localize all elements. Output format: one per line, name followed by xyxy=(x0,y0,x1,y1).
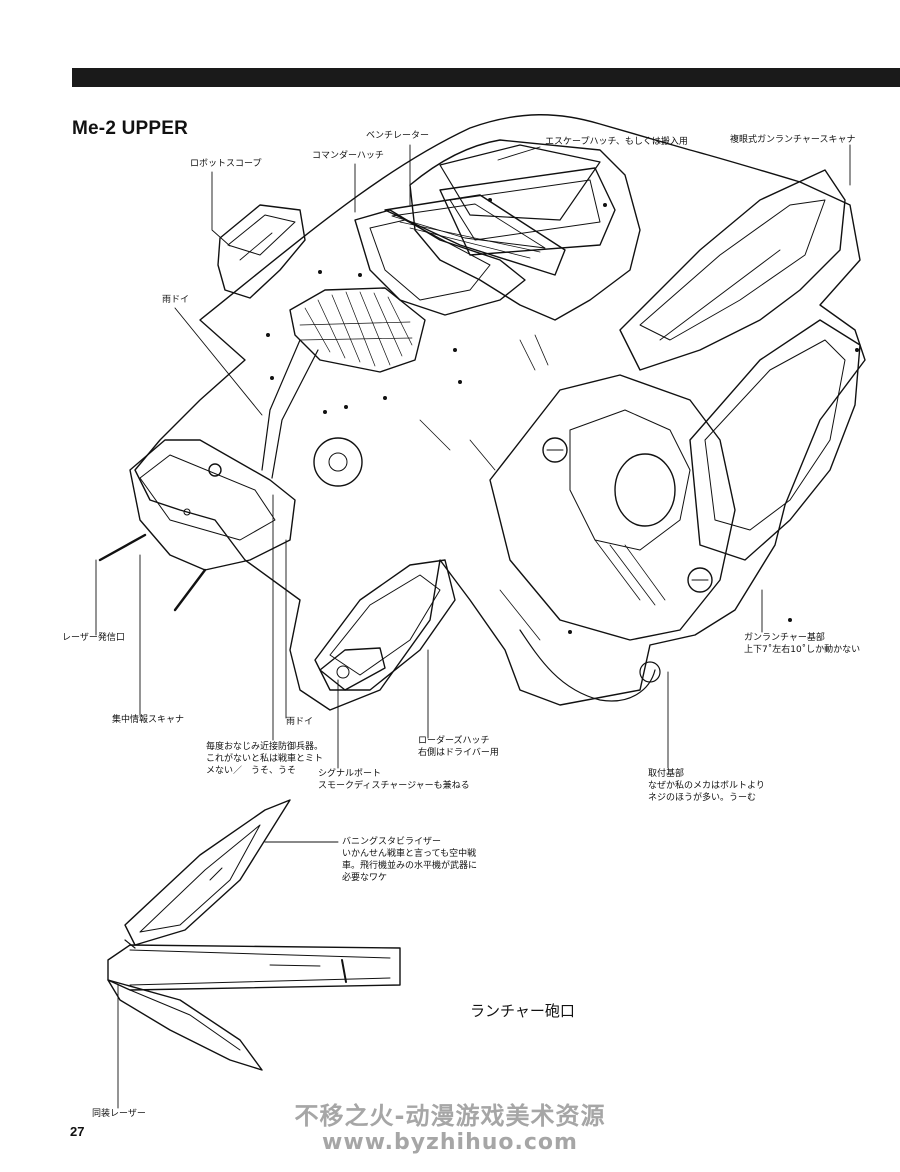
label-banking-stabilizer: バニングスタビライザー いかんせん戦車と言っても空中戦 車。飛行機並みの水平機が… xyxy=(342,837,478,883)
label-mount-base: 取付基部 なぜか私のメカはボルトより ネジのほうが多い。うーむ xyxy=(648,769,765,803)
label-coaxial-laser: 同装レーザー xyxy=(92,1109,146,1119)
label-escape-hatch: エスケープハッチ、もしくは搬入用 xyxy=(545,137,688,147)
label-commander-hatch: コマンダーハッチ xyxy=(312,151,384,161)
label-signal-port: シグナルポート スモークディスチャージャーも兼ねる xyxy=(318,769,470,791)
header-bar xyxy=(72,68,900,87)
label-gun-launcher-base: ガンランチャー基部 上下7˚左右10˚しか動かない xyxy=(744,633,861,655)
label-loader-hatch: ローダーズハッチ 右側はドライバー用 xyxy=(418,736,499,758)
label-rain-gutter-1: 雨ドイ xyxy=(162,295,190,305)
label-compound-scanner: 複眼式ガンランチャースキャナ xyxy=(730,135,856,145)
page-title: Me-2 UPPER xyxy=(72,118,189,139)
label-launcher-muzzle: ランチャー砲口 xyxy=(470,1003,575,1020)
page-number: 27 xyxy=(70,1124,85,1139)
label-ventilator: ベンチレーター xyxy=(366,131,430,141)
watermark-url: www.byzhihuo.com xyxy=(322,1130,578,1155)
label-info-scanner: 集中情報スキャナ xyxy=(112,715,185,725)
label-robot-scope: ロボットスコープ xyxy=(190,159,262,169)
watermark-title: 不移之火-动漫游戏美术资源 xyxy=(294,1102,606,1130)
label-laser-emitter: レーザー発信口 xyxy=(62,633,125,643)
label-rain-gutter-2: 雨ドイ xyxy=(286,717,314,727)
label-defense-weapon: 毎度おなじみ近接防御兵器。 これがないと私は戦車とミト メない／ うそ、うそ xyxy=(206,742,324,776)
